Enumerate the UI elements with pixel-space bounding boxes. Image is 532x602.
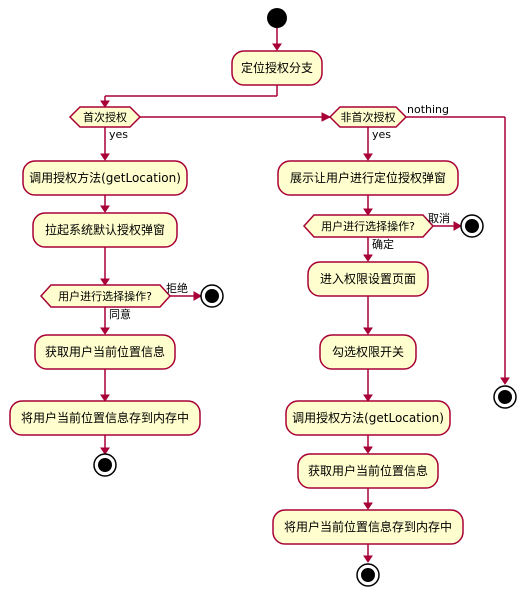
end-node-core (498, 390, 512, 404)
arrow-head (100, 100, 110, 108)
arrow-head (100, 447, 110, 455)
start-node (267, 8, 287, 28)
node-mid-show-label: 展示让用户进行定位授权弹窗 (290, 170, 446, 185)
node-left-popup-label: 拉起系统默认授权弹窗 (45, 222, 165, 237)
edge-label-yes-mid: yes (372, 128, 391, 141)
decision-first (68, 106, 142, 128)
node-root-label: 定位授权分支 (241, 60, 313, 75)
node-left-call-label: 调用授权方法(getLocation) (29, 170, 181, 185)
arrow-head (193, 291, 203, 301)
node-mid-call-label: 调用授权方法(getLocation) (292, 410, 444, 425)
end-node-core (361, 568, 375, 582)
edge-label-yes-left: yes (109, 128, 128, 141)
arrow-head (100, 278, 110, 286)
end-node-core (465, 219, 479, 233)
arrow-head (363, 327, 373, 335)
arrow-head (100, 327, 110, 335)
arrow-head (363, 502, 373, 510)
arrow-head (100, 394, 110, 402)
arrow-head (363, 208, 373, 216)
edge-label-cancel: 取消 (428, 211, 450, 225)
edge-label-nothing: nothing (407, 103, 449, 116)
node-left-get-label: 获取用户当前位置信息 (45, 344, 165, 359)
arrow-head (100, 205, 110, 213)
node-mid-toggle-label: 勾选权限开关 (332, 345, 404, 359)
decision-mid-choice (302, 214, 435, 238)
end-node-core (205, 289, 219, 303)
node-left-store-label: 将用户当前位置信息存到内存中 (21, 410, 189, 425)
decision-first-label: 首次授权 (83, 110, 127, 124)
arrow-head (363, 153, 373, 161)
edge-label-confirm: 确定 (372, 237, 394, 251)
decision-left-choice (39, 284, 172, 308)
node-mid-get-label: 获取用户当前位置信息 (308, 463, 428, 478)
arrow-head (321, 112, 332, 122)
end-node-core (98, 458, 112, 472)
arrow-head (453, 221, 463, 231)
arrow-head (100, 153, 110, 161)
arrow-head (363, 555, 373, 563)
arrow-head (272, 43, 282, 51)
decision-not-first (328, 106, 408, 128)
node-mid-settings-label: 进入权限设置页面 (320, 272, 416, 286)
arrow-head (363, 394, 373, 402)
decision-left-choice-label: 用户进行选择操作? (58, 289, 152, 303)
arrow-head (363, 446, 373, 454)
arrow-head (500, 377, 510, 385)
edge-label-reject: 拒绝 (166, 281, 188, 295)
arrow-head (363, 254, 373, 262)
edge-label-agree: 同意 (109, 307, 131, 321)
decision-not-first-label: 非首次授权 (341, 110, 396, 124)
node-mid-store-label: 将用户当前位置信息存到内存中 (284, 519, 452, 534)
decision-mid-choice-label: 用户进行选择操作? (321, 219, 415, 233)
